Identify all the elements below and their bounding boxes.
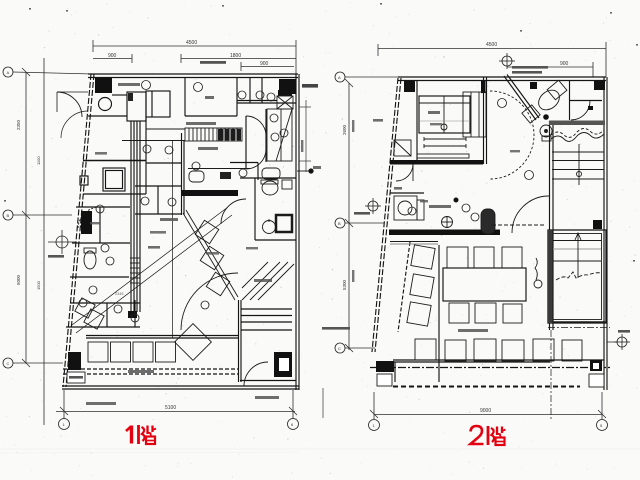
svg-text:1800: 1800 bbox=[230, 53, 241, 59]
svg-text:5000: 5000 bbox=[16, 274, 21, 285]
svg-text:900: 900 bbox=[560, 61, 569, 67]
svg-text:B: B bbox=[338, 221, 341, 226]
svg-text:1: 1 bbox=[373, 423, 376, 428]
svg-text:B: B bbox=[7, 213, 10, 218]
svg-text:4500: 4500 bbox=[486, 42, 497, 48]
svg-text:C: C bbox=[7, 361, 10, 366]
svg-text:2350: 2350 bbox=[16, 119, 21, 130]
svg-text:2600: 2600 bbox=[342, 124, 347, 135]
svg-text:4500: 4500 bbox=[186, 40, 197, 46]
svg-text:900: 900 bbox=[108, 53, 117, 59]
svg-text:5: 5 bbox=[600, 423, 603, 428]
svg-text:1100: 1100 bbox=[36, 156, 41, 165]
svg-text:1: 1 bbox=[63, 422, 66, 427]
svg-text:1500: 1500 bbox=[36, 280, 41, 290]
svg-text:5100: 5100 bbox=[165, 405, 176, 411]
svg-text:2345: 2345 bbox=[115, 292, 123, 296]
svg-text:9000: 9000 bbox=[480, 408, 491, 414]
svg-text:5300: 5300 bbox=[342, 279, 347, 290]
svg-text:A: A bbox=[7, 70, 10, 75]
svg-text:A: A bbox=[338, 75, 341, 80]
svg-text:C: C bbox=[338, 346, 341, 351]
svg-text:6: 6 bbox=[291, 422, 294, 427]
svg-text:900: 900 bbox=[260, 61, 269, 67]
